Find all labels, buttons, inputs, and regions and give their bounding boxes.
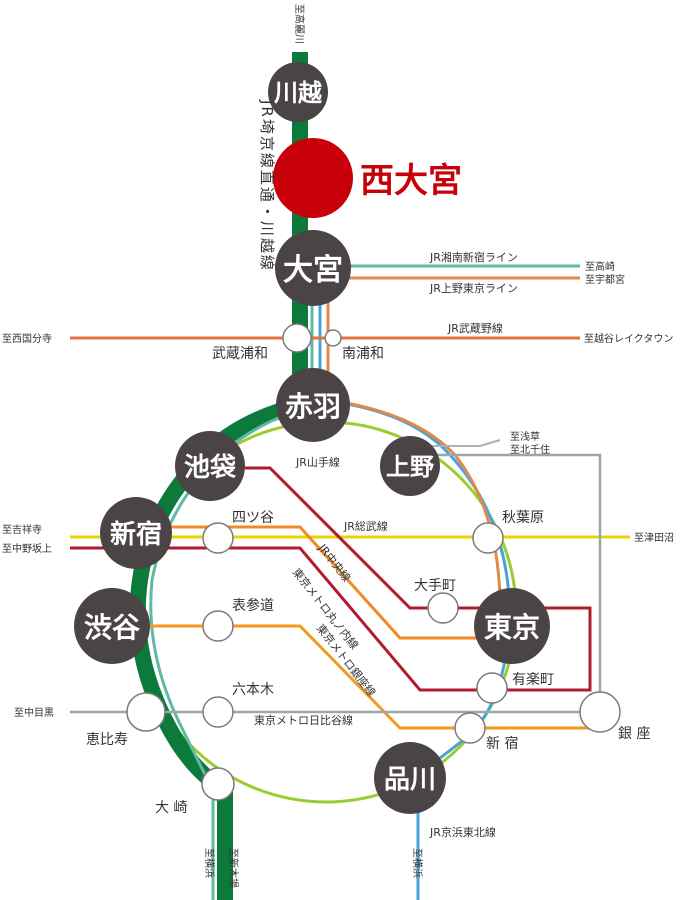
- chuo-line: [170, 525, 490, 640]
- dest-yokohama-a: 至横浜: [203, 848, 216, 878]
- station-minami-urawa-marker: [324, 329, 342, 347]
- dest-tsudanuma: 至津田沼: [634, 531, 674, 544]
- station-otemachi-label: 大手町: [414, 578, 456, 594]
- station-shinagawa-marker: [374, 742, 446, 814]
- marunouchi-line: [70, 466, 592, 692]
- station-akihabara-marker: [472, 522, 504, 554]
- line-label-sobu: JR総武線: [343, 519, 388, 533]
- line-label-saikyo: JR埼京線直通・川越線: [258, 99, 276, 272]
- line-label-musashino: JR武蔵野線: [447, 321, 503, 335]
- station-omiya-marker: [275, 230, 351, 306]
- dest-asakusa: 至浅草: [510, 430, 540, 443]
- station-shinbashi-marker: [454, 712, 486, 744]
- station-nishi-omiya-marker: [273, 138, 353, 218]
- station-osaki-label: 大 崎: [155, 800, 187, 816]
- station-ueno-label: 上野: [386, 453, 434, 481]
- station-kawagoe-label: 川越: [274, 79, 323, 107]
- station-omotesando-label: 表参道: [232, 597, 274, 614]
- station-minami-urawa-label: 南浦和: [342, 346, 384, 362]
- saikyo-line: [129, 52, 308, 900]
- station-shinbashi-label: 新 宿: [486, 735, 518, 752]
- station-ikebukuro-marker: [175, 431, 245, 501]
- station-roppongi-label: 六本木: [232, 682, 274, 698]
- station-ginza-label: 銀 座: [618, 726, 650, 742]
- asakusa-line: [430, 439, 501, 447]
- station-ginza-marker: [579, 691, 621, 733]
- dest-yokohama-b: 至横浜: [411, 848, 424, 878]
- station-yurakucho-marker: [476, 672, 508, 704]
- dest-kichijoji: 至吉祥寺: [2, 523, 42, 536]
- station-shinagawa-label: 品川: [384, 765, 436, 795]
- line-label-ueno-tokyo: JR上野東京ライン: [429, 281, 518, 295]
- station-shinjuku-marker: [100, 497, 172, 569]
- station-musashi-urawa-marker: [282, 323, 312, 353]
- dest-shin-kiba: 至新木場: [227, 848, 240, 888]
- highlight-station-name: 西大宮: [360, 161, 462, 201]
- station-ebisu-marker: [126, 692, 166, 732]
- station-omiya-label: 大宮: [283, 253, 343, 288]
- station-shinjuku-label: 新宿: [110, 519, 162, 550]
- station-musashi-urawa-label: 武蔵浦和: [212, 346, 268, 362]
- station-yotsuya-label: 四ツ谷: [232, 510, 274, 526]
- line-label-yamanote: JR山手線: [295, 455, 340, 469]
- shonan-shinjuku-line: [149, 230, 314, 900]
- line-label-keihin-tohoku: JR京浜東北線: [429, 825, 496, 839]
- station-otemachi-marker: [427, 592, 459, 624]
- station-omotesando-marker: [202, 610, 234, 642]
- dest-koshigaya: 至越谷レイクタウン: [584, 332, 673, 345]
- station-kawagoe-marker: [268, 62, 328, 122]
- station-ikebukuro-label: 池袋: [184, 453, 237, 483]
- hibiya-line: [70, 453, 602, 714]
- station-ebisu-label: 恵比寿: [86, 731, 128, 748]
- station-shibuya-label: 渋谷: [84, 611, 141, 644]
- dest-takasaki: 至高崎: [585, 260, 615, 273]
- station-roppongi-marker: [202, 696, 234, 728]
- dest-utsunomiya: 至宇都宮: [585, 273, 625, 286]
- dest-naka-meguro: 至中目黒: [14, 706, 54, 719]
- station-yurakucho-label: 有楽町: [512, 672, 554, 688]
- station-akihabara-label: 秋葉原: [502, 510, 544, 526]
- station-osaki-marker: [201, 767, 235, 801]
- station-shibuya-marker: [74, 588, 150, 664]
- line-label-shonan: JR湘南新宿ライン: [429, 250, 518, 264]
- dest-nakano-sakaue: 至中野坂上: [2, 542, 52, 555]
- station-tokyo-marker: [474, 588, 550, 664]
- station-tokyo-label: 東京: [484, 611, 540, 644]
- station-yotsuya-marker: [202, 522, 234, 554]
- dest-kita-senju: 至北千住: [510, 443, 550, 456]
- station-ueno-marker: [380, 436, 440, 496]
- dest-nishi-kokubunji: 至西国分寺: [2, 333, 52, 345]
- line-label-hibiya: 東京メトロ日比谷線: [254, 713, 353, 727]
- dest-komagawa: 至高麗川: [293, 4, 306, 44]
- station-akabane-label: 赤羽: [285, 390, 341, 423]
- station-akabane-marker: [276, 368, 350, 442]
